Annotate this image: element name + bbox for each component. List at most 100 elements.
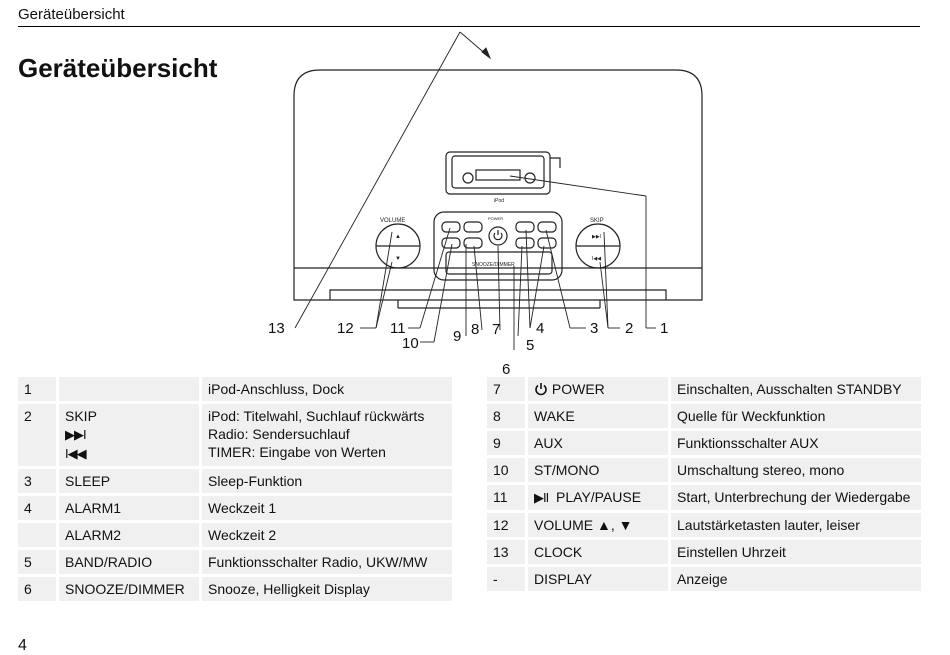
- callout-12: 12: [337, 320, 354, 337]
- power-symbol: [493, 230, 503, 241]
- row-description-line3: TIMER: Eingabe von Werten: [208, 444, 386, 460]
- row-number: 12: [487, 513, 525, 537]
- callout-3: 3: [590, 320, 599, 337]
- ipod-dock: [445, 151, 551, 195]
- table-row: 7 POWER Einschalten, Ausschalten STANDBY: [487, 377, 921, 401]
- volume-up-icon: ▲: [395, 234, 401, 240]
- row-description-cell: iPod: Titelwahl, Suchlauf rückwärts Radi…: [202, 404, 452, 466]
- btn-play: [441, 221, 461, 233]
- row-name: AUX: [528, 431, 668, 455]
- row-name: SLEEP: [59, 469, 199, 493]
- btn-alarm1: [515, 237, 535, 249]
- power-icon: [535, 383, 547, 396]
- device-body: [293, 69, 703, 301]
- btn-aux: [463, 221, 483, 233]
- volume-label: VOLUME: [380, 218, 405, 224]
- leader-lines: [294, 31, 656, 350]
- skip-forward-icon: ▶▶I: [592, 234, 601, 240]
- row-description: Funktionsschalter AUX: [671, 431, 921, 455]
- running-header: Geräteübersicht: [18, 6, 920, 27]
- row-name: PLAY/PAUSE: [556, 489, 642, 505]
- row-number: 6: [18, 577, 56, 601]
- row-name: ALARM2: [59, 523, 199, 547]
- row-name: DISPLAY: [528, 567, 668, 591]
- power-label: POWER: [488, 216, 503, 221]
- table-row: - DISPLAY Anzeige: [487, 567, 921, 591]
- callout-5: 5: [526, 337, 535, 354]
- row-number: 3: [18, 469, 56, 493]
- row-name: VOLUME ▲, ▼: [528, 513, 668, 537]
- row-description: Sleep-Funktion: [202, 469, 452, 493]
- dock-connector: [475, 169, 521, 181]
- snooze-label: SNOOZE/DIMMER: [472, 262, 515, 268]
- callout-1: 1: [660, 320, 669, 337]
- row-number: 11: [487, 485, 525, 510]
- row-description: Lautstärketasten lauter, leiser: [671, 513, 921, 537]
- table-row: 6 SNOOZE/DIMMER Snooze, Helligkeit Displ…: [18, 577, 452, 601]
- table-row: 3 SLEEP Sleep-Funktion: [18, 469, 452, 493]
- callout-7: 7: [492, 321, 501, 338]
- callout-11: 11: [390, 320, 406, 337]
- callout-4: 4: [536, 320, 545, 337]
- row-description: Einschalten, Ausschalten STANDBY: [671, 377, 921, 401]
- table-row: 11 ▶II PLAY/PAUSE Start, Unterbrechung d…: [487, 485, 921, 510]
- table-row: 5 BAND/RADIO Funktionsschalter Radio, UK…: [18, 550, 452, 574]
- table-row: ALARM2 Weckzeit 2: [18, 523, 452, 547]
- table-row: 8 WAKE Quelle für Weckfunktion: [487, 404, 921, 428]
- callout-9: 9: [453, 328, 462, 345]
- btn-alarm2: [537, 237, 557, 249]
- callout-2: 2: [625, 320, 634, 337]
- row-name-cell: ▶II PLAY/PAUSE: [528, 485, 668, 510]
- row-number: 13: [487, 540, 525, 564]
- table-row: 9 AUX Funktionsschalter AUX: [487, 431, 921, 455]
- btn-band: [515, 221, 535, 233]
- row-description: Weckzeit 1: [202, 496, 452, 520]
- row-name: SKIP: [65, 408, 97, 424]
- row-description: Weckzeit 2: [202, 523, 452, 547]
- table-row: 2 SKIP ▶▶I I◀◀ iPod: Titelwahl, Suchlauf…: [18, 404, 452, 466]
- row-description: Snooze, Helligkeit Display: [202, 577, 452, 601]
- volume-down-icon: ▼: [395, 256, 401, 262]
- section-title: Geräteübersicht: [18, 6, 125, 23]
- right-spec-table: 7 POWER Einschalten, Ausschalten STANDBY…: [484, 374, 924, 594]
- skip-back-icon: I◀◀: [65, 446, 87, 461]
- page-title: Geräteübersicht: [18, 53, 218, 83]
- skip-back-icon: I◀◀: [592, 256, 601, 262]
- row-number: 8: [487, 404, 525, 428]
- row-number: 9: [487, 431, 525, 455]
- dock-hinge: [550, 157, 561, 168]
- row-name: ST/MONO: [528, 458, 668, 482]
- row-description: Funktionsschalter Radio, UKW/MW: [202, 550, 452, 574]
- table-row: 10 ST/MONO Umschaltung stereo, mono: [487, 458, 921, 482]
- device-illustration: iPod SNOOZE/DIMMER POWER VOLUME ▲ ▼ SKIP…: [293, 31, 703, 350]
- device-foot: [329, 289, 667, 300]
- dock-knob-left: [462, 172, 474, 184]
- row-number: [18, 523, 56, 547]
- row-description: Quelle für Weckfunktion: [671, 404, 921, 428]
- row-name: [59, 377, 199, 401]
- row-name: ALARM1: [59, 496, 199, 520]
- row-name: CLOCK: [528, 540, 668, 564]
- callout-6: 6: [502, 361, 511, 378]
- callout-13: 13: [268, 320, 285, 337]
- row-name: BAND/RADIO: [59, 550, 199, 574]
- row-name: POWER: [551, 381, 605, 397]
- row-description: Start, Unterbrechung der Wiedergabe: [671, 485, 921, 510]
- row-number: 10: [487, 458, 525, 482]
- power-button: [488, 226, 508, 246]
- row-description: iPod-Anschluss, Dock: [202, 377, 452, 401]
- row-name: WAKE: [528, 404, 668, 428]
- play-pause-icon: ▶II: [534, 490, 549, 505]
- control-panel: [433, 211, 563, 281]
- row-name-cell: SKIP ▶▶I I◀◀: [59, 404, 199, 466]
- row-name-cell: POWER: [528, 377, 668, 401]
- row-description-line2: Radio: Sendersuchlauf: [208, 426, 350, 442]
- row-description: Einstellen Uhrzeit: [671, 540, 921, 564]
- device-figure: iPod SNOOZE/DIMMER POWER VOLUME ▲ ▼ SKIP…: [268, 31, 703, 378]
- left-spec-table: 1 iPod-Anschluss, Dock 2 SKIP ▶▶I I◀◀ iP…: [15, 374, 455, 604]
- table-row: 1 iPod-Anschluss, Dock: [18, 377, 452, 401]
- skip-label: SKIP: [590, 218, 604, 224]
- row-description: iPod: Titelwahl, Suchlauf rückwärts: [208, 408, 425, 424]
- row-description: Umschaltung stereo, mono: [671, 458, 921, 482]
- row-number: 5: [18, 550, 56, 574]
